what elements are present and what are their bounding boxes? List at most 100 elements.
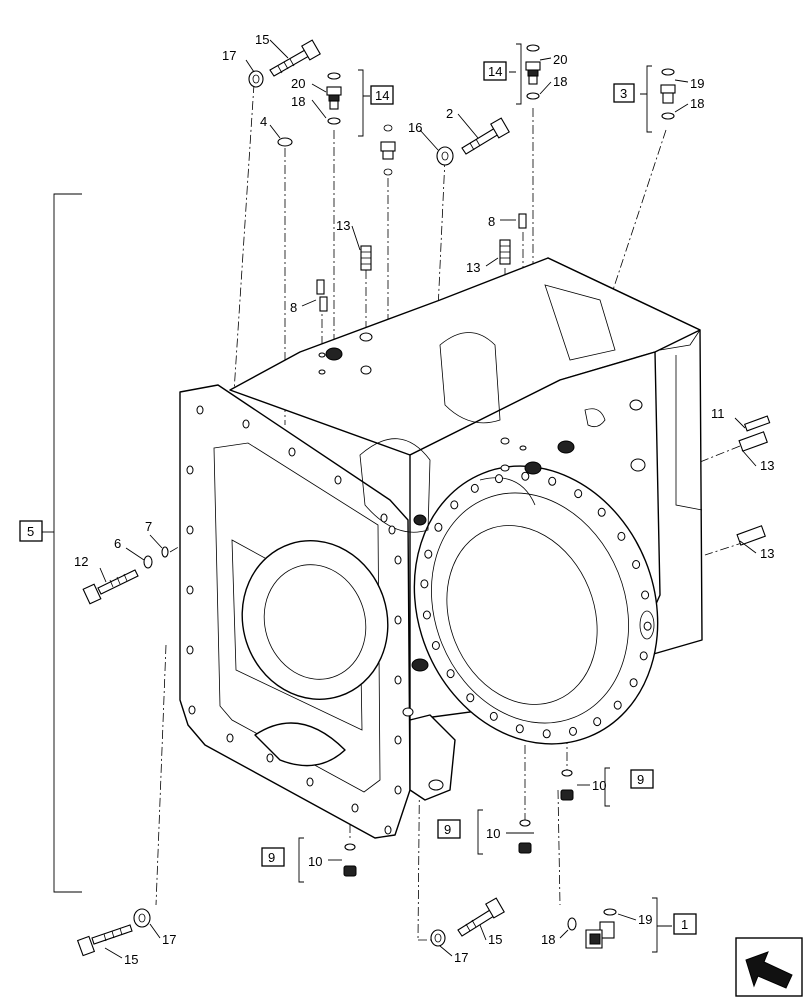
callout-13: 13 xyxy=(760,546,774,561)
bolt-hole xyxy=(593,717,602,727)
kit-box-14 xyxy=(483,61,507,81)
callout-7: 7 xyxy=(145,519,152,534)
bolt-icon xyxy=(269,39,321,77)
kit-box-9 xyxy=(437,819,461,839)
callout-18: 18 xyxy=(541,932,555,947)
callout-17: 17 xyxy=(162,932,176,947)
bolt-hole xyxy=(422,610,431,620)
bolt-hole xyxy=(466,693,475,703)
bolt-icon xyxy=(76,924,133,957)
bolt-hole xyxy=(420,579,429,589)
kit-box-5 xyxy=(19,520,43,542)
bolt-hole xyxy=(306,777,314,787)
bolt-hole xyxy=(613,700,622,710)
callout-14: 14 xyxy=(375,88,389,103)
washer-icon xyxy=(248,70,264,88)
bolt-hole xyxy=(643,621,652,631)
o-ring-icon xyxy=(277,137,293,147)
bolt-hole xyxy=(384,825,392,835)
callout-4: 4 xyxy=(260,114,267,129)
callout-12: 12 xyxy=(74,554,88,569)
callout-10: 10 xyxy=(308,854,322,869)
set-screw-icon xyxy=(319,296,328,312)
callout-11: 11 xyxy=(711,406,725,421)
bolt-hole xyxy=(641,590,650,600)
o-ring-icon xyxy=(661,112,675,120)
fitting-icon xyxy=(380,141,396,160)
bolt-hole xyxy=(569,726,577,736)
bolt-hole xyxy=(632,560,641,569)
o-ring-icon xyxy=(603,908,617,916)
leaders xyxy=(42,39,757,959)
callout-9: 9 xyxy=(637,772,644,787)
callout-15: 15 xyxy=(255,32,269,47)
callout-3: 3 xyxy=(620,86,627,101)
set-screw-icon xyxy=(743,415,771,432)
bolt-hole xyxy=(548,476,557,486)
callout-9: 9 xyxy=(268,850,275,865)
bolt-hole xyxy=(288,447,296,457)
bolt-hole xyxy=(186,585,194,595)
bolt-hole xyxy=(188,705,196,715)
kit-box-9 xyxy=(630,769,654,789)
view-orientation-arrow-icon xyxy=(735,937,803,997)
bolt-hole xyxy=(266,753,274,763)
bolt-hole xyxy=(394,555,402,565)
kit-box-1 xyxy=(673,913,697,935)
callout-5: 5 xyxy=(27,524,34,539)
bolt-hole xyxy=(388,525,396,535)
plug-icon xyxy=(343,865,357,877)
callout-1: 1 xyxy=(681,917,688,932)
bolt-hole xyxy=(574,489,583,499)
callout-9: 9 xyxy=(444,822,451,837)
flange-holes-left xyxy=(186,405,402,835)
elbow-fitting-icon xyxy=(585,921,615,949)
bolt-hole xyxy=(424,549,433,559)
bolt-hole xyxy=(351,803,359,813)
bolt-hole xyxy=(515,724,524,734)
callout-6: 6 xyxy=(114,536,121,551)
bolt-hole xyxy=(334,475,342,485)
bolt-hole xyxy=(639,651,648,661)
washer-icon xyxy=(430,929,446,947)
fitting-icon xyxy=(525,61,541,85)
bolt-hole xyxy=(226,733,234,743)
bolt-hole xyxy=(394,615,402,625)
callout-20: 20 xyxy=(291,76,305,91)
bolt-hole xyxy=(242,419,250,429)
fitting-icon xyxy=(660,84,676,104)
callout-13: 13 xyxy=(760,458,774,473)
callout-17: 17 xyxy=(222,48,236,63)
bolt-hole xyxy=(489,711,498,721)
o-ring-icon xyxy=(344,843,356,851)
bolt-hole xyxy=(629,678,638,688)
callout-19: 19 xyxy=(638,912,652,927)
callout-8: 8 xyxy=(488,214,495,229)
bolt-hole xyxy=(186,465,194,475)
set-screw-icon xyxy=(316,279,325,295)
callout-10: 10 xyxy=(592,778,606,793)
bolt-hole xyxy=(394,785,402,795)
plug-icon xyxy=(560,789,574,801)
callout-15: 15 xyxy=(488,932,502,947)
bolt-icon xyxy=(461,117,510,155)
flange-holes-right xyxy=(420,471,652,739)
callout-15: 15 xyxy=(124,952,138,967)
washer-icon xyxy=(133,908,151,928)
bolt-hole xyxy=(186,525,194,535)
kit-box-3 xyxy=(613,83,635,103)
callout-18: 18 xyxy=(553,74,567,89)
transmission-housing xyxy=(179,257,703,839)
callout-13: 13 xyxy=(336,218,350,233)
parts xyxy=(76,39,771,957)
bolt-hole xyxy=(470,483,479,493)
callout-14: 14 xyxy=(488,64,502,79)
o-ring-icon xyxy=(567,917,577,931)
bolt-hole xyxy=(521,471,530,481)
washer-icon xyxy=(143,555,153,569)
dowel-pin-icon xyxy=(736,525,766,546)
bolt-hole xyxy=(186,645,194,655)
bolt-hole xyxy=(597,507,606,517)
bolt-hole xyxy=(617,531,626,541)
callout-2: 2 xyxy=(446,106,453,121)
